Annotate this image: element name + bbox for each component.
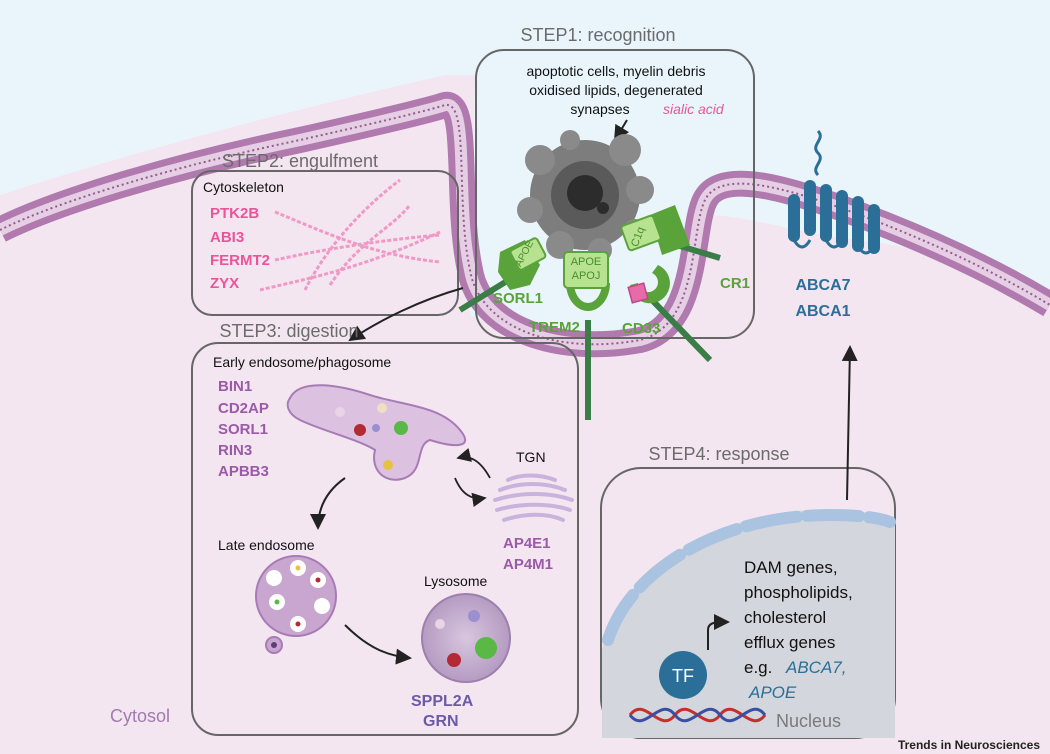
abca-transporter-icon bbox=[788, 129, 880, 255]
endosome-to-tgn-arrow bbox=[454, 477, 487, 508]
early-endosome-icon bbox=[286, 384, 467, 481]
journal-footer: Trends in Neurosciences bbox=[897, 738, 1040, 752]
step4-title: STEP4: response bbox=[648, 444, 789, 464]
cd33-receptor-icon bbox=[627, 265, 713, 363]
step3-box bbox=[191, 342, 579, 736]
early-endosome-label: Early endosome/phagosome bbox=[213, 354, 391, 370]
response-to-membrane-arrow bbox=[841, 345, 858, 501]
tgn-to-endosome-arrow bbox=[456, 447, 491, 479]
late-to-lysosome-arrow bbox=[344, 624, 412, 665]
early-to-late-arrow bbox=[310, 477, 346, 530]
step1-box bbox=[475, 49, 755, 339]
response-eg-gene-2: APOE bbox=[748, 683, 797, 702]
step1-title: STEP1: recognition bbox=[520, 25, 675, 45]
early-gene-5: APBB3 bbox=[218, 463, 269, 480]
lysosome-gene-2: GRN bbox=[423, 713, 459, 730]
tgn-golgi-icon bbox=[493, 473, 574, 522]
response-line-1: DAM genes, bbox=[744, 558, 838, 577]
ligand-line-3: synapses bbox=[570, 101, 629, 117]
early-gene-1: BIN1 bbox=[218, 378, 252, 395]
lysosome-icon bbox=[421, 593, 511, 683]
nucleus-label: Nucleus bbox=[776, 711, 841, 731]
tf-icon bbox=[659, 651, 707, 699]
cr1-label: CR1 bbox=[720, 275, 750, 292]
tf-label: TF bbox=[672, 666, 694, 686]
step3-title: STEP3: digestion bbox=[219, 321, 358, 341]
cr1-receptor-icon bbox=[620, 205, 721, 261]
sorl1-label: SORL1 bbox=[493, 290, 543, 307]
lysosome-label: Lysosome bbox=[424, 573, 488, 589]
engulfment-gene-4: ZYX bbox=[210, 275, 239, 292]
response-eg-prefix: e.g. bbox=[744, 658, 772, 677]
cytoskeleton-label: Cytoskeleton bbox=[203, 179, 284, 195]
engulfment-gene-3: FERMT2 bbox=[210, 252, 270, 269]
membrane-gene-abca1: ABCA1 bbox=[795, 303, 850, 320]
engulfment-gene-1: PTK2B bbox=[210, 205, 259, 222]
membrane-gene-abca7: ABCA7 bbox=[795, 277, 850, 294]
ligand-line-1: apoptotic cells, myelin debris bbox=[527, 63, 706, 79]
response-line-3: cholesterol bbox=[744, 608, 826, 627]
cytosol-label: Cytosol bbox=[110, 706, 170, 726]
tgn-label: TGN bbox=[516, 449, 546, 465]
cd33-label: CD33 bbox=[622, 320, 660, 337]
dna-helix-icon bbox=[628, 707, 767, 723]
apoptotic-debris-icon bbox=[517, 130, 654, 262]
cytoskeleton-filaments-icon bbox=[259, 178, 441, 292]
early-gene-4: RIN3 bbox=[218, 442, 252, 459]
step2-title: STEP2: engulfment bbox=[222, 151, 378, 171]
late-endosome-icon bbox=[255, 555, 337, 654]
response-line-2: phospholipids, bbox=[744, 583, 853, 602]
tgn-gene-2: AP4M1 bbox=[503, 556, 553, 573]
lysosome-gene-1: SPPL2A bbox=[411, 693, 474, 710]
response-line-4: efflux genes bbox=[744, 633, 835, 652]
tgn-gene-1: AP4E1 bbox=[503, 535, 551, 552]
engulf-to-digest-arrow bbox=[348, 287, 464, 342]
ligand-line-2: oxidised lipids, degenerated bbox=[529, 82, 703, 98]
early-gene-2: CD2AP bbox=[218, 400, 269, 417]
sialic-acid-label: sialic acid bbox=[663, 101, 725, 117]
sorl1-receptor-icon bbox=[458, 237, 547, 313]
apoe-trem2-label: APOE bbox=[571, 256, 602, 268]
tf-activation-arrow bbox=[707, 614, 730, 650]
trem2-label: TREM2 bbox=[529, 319, 580, 336]
apoj-trem2-label: APOJ bbox=[572, 270, 601, 282]
trem2-receptor-icon bbox=[563, 251, 610, 420]
engulfment-gene-2: ABI3 bbox=[210, 229, 244, 246]
late-endosome-label: Late endosome bbox=[218, 537, 315, 553]
early-gene-3: SORL1 bbox=[218, 421, 268, 438]
response-eg-gene-1: ABCA7, bbox=[785, 658, 846, 677]
step2-box bbox=[191, 170, 459, 316]
